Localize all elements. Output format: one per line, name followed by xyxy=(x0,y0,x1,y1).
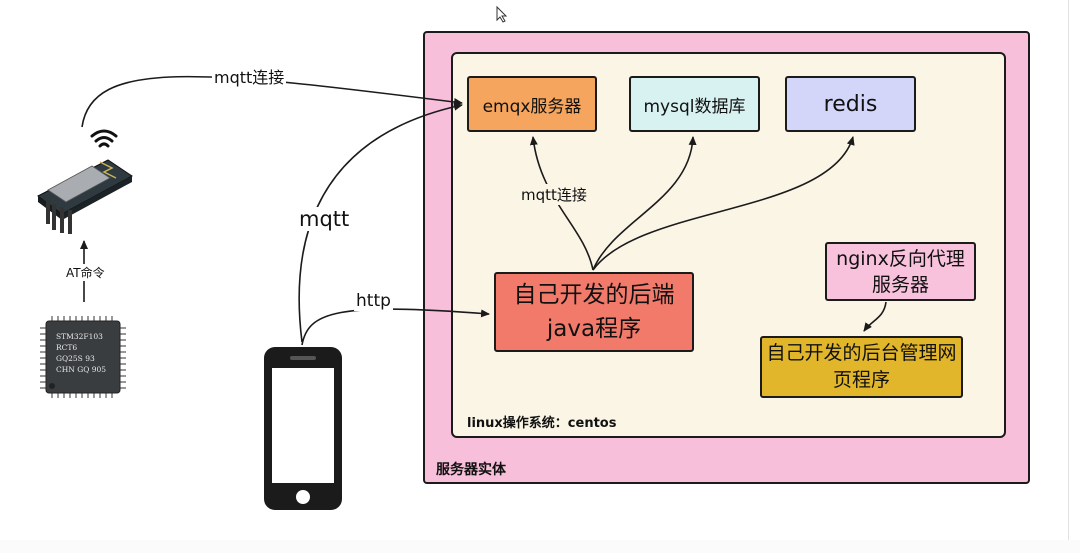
edge-label-wifi-mqtt: mqtt连接 xyxy=(212,64,287,88)
page-edge-line xyxy=(1068,0,1069,553)
redis-label: redis xyxy=(823,91,878,117)
edge-label-phone-mqtt: mqtt xyxy=(299,207,350,231)
chip-text-1: STM32F103 xyxy=(56,332,103,341)
chip-text-2: RCT6 xyxy=(56,343,77,352)
admin-web-node: 自己开发的后台管理网页程序 xyxy=(760,336,963,398)
wifi-signal-icon xyxy=(90,129,118,148)
edge-wifi-to-emqx xyxy=(81,75,463,128)
bottom-strip xyxy=(0,540,1080,553)
chip-text-4: CHN GQ 905 xyxy=(56,365,106,374)
mcu-chip-icon: STM32F103 RCT6 GQ25S 93 CHN GQ 905 xyxy=(40,316,126,398)
edge-label-phone-http: http xyxy=(354,291,393,311)
wifi-module-icon xyxy=(37,159,133,234)
redis-node: redis xyxy=(785,76,916,132)
java-backend-node: 自己开发的后端java程序 xyxy=(494,272,694,352)
edge-java-to-mysql xyxy=(592,136,697,271)
emqx-label: emqx服务器 xyxy=(482,96,582,117)
admin-web-label: 自己开发的后台管理网页程序 xyxy=(766,342,957,391)
edge-label-at-command: AT命令 xyxy=(64,264,107,281)
phone-icon xyxy=(264,347,342,510)
chip-text-3: GQ25S 93 xyxy=(56,354,95,363)
edge-java-to-emqx xyxy=(529,136,594,271)
java-backend-label: 自己开发的后端java程序 xyxy=(513,282,675,342)
mysql-label: mysql数据库 xyxy=(643,96,746,117)
server-container-label: 服务器实体 xyxy=(436,462,506,478)
edge-label-java-mqtt: mqtt连接 xyxy=(519,184,589,205)
edge-phone-to-emqx xyxy=(298,102,463,343)
edge-java-to-redis xyxy=(592,136,855,271)
mouse-cursor-icon xyxy=(496,5,508,23)
nginx-label: nginx反向代理服务器 xyxy=(836,247,965,296)
mysql-node: mysql数据库 xyxy=(629,76,760,132)
edge-phone-to-java xyxy=(301,308,490,346)
emqx-node: emqx服务器 xyxy=(467,76,597,132)
os-container-label: linux操作系统：centos xyxy=(467,416,617,431)
nginx-node: nginx反向代理服务器 xyxy=(825,242,976,301)
edge-nginx-to-admin xyxy=(863,301,887,332)
